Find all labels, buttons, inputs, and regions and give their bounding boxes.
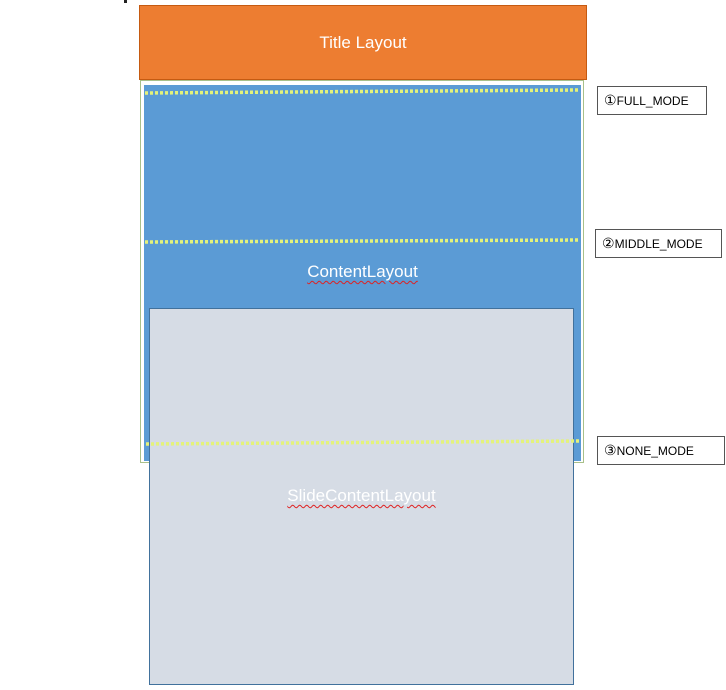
title-layout-label: Title Layout [319,32,407,52]
content-layout-label: ContentLayout [307,262,418,281]
slide-content-layout-box [149,308,574,685]
none-mode-label: NONE_MODE [616,443,694,458]
full-mode-label: FULL_MODE [616,93,689,108]
middle-mode-label: MIDDLE_MODE [614,236,703,251]
none-mode-number: ③ [604,442,617,458]
content-layout-label-wrap: ContentLayout [144,262,581,282]
full-mode-number: ① [604,92,617,108]
title-layout-box: Title Layout [139,5,587,80]
stray-dot [124,0,127,3]
slide-content-layout-label-wrap: SlideContentLayout [149,486,574,506]
middle-mode-number: ② [602,235,615,251]
slide-content-layout-label: SlideContentLayout [287,486,436,505]
